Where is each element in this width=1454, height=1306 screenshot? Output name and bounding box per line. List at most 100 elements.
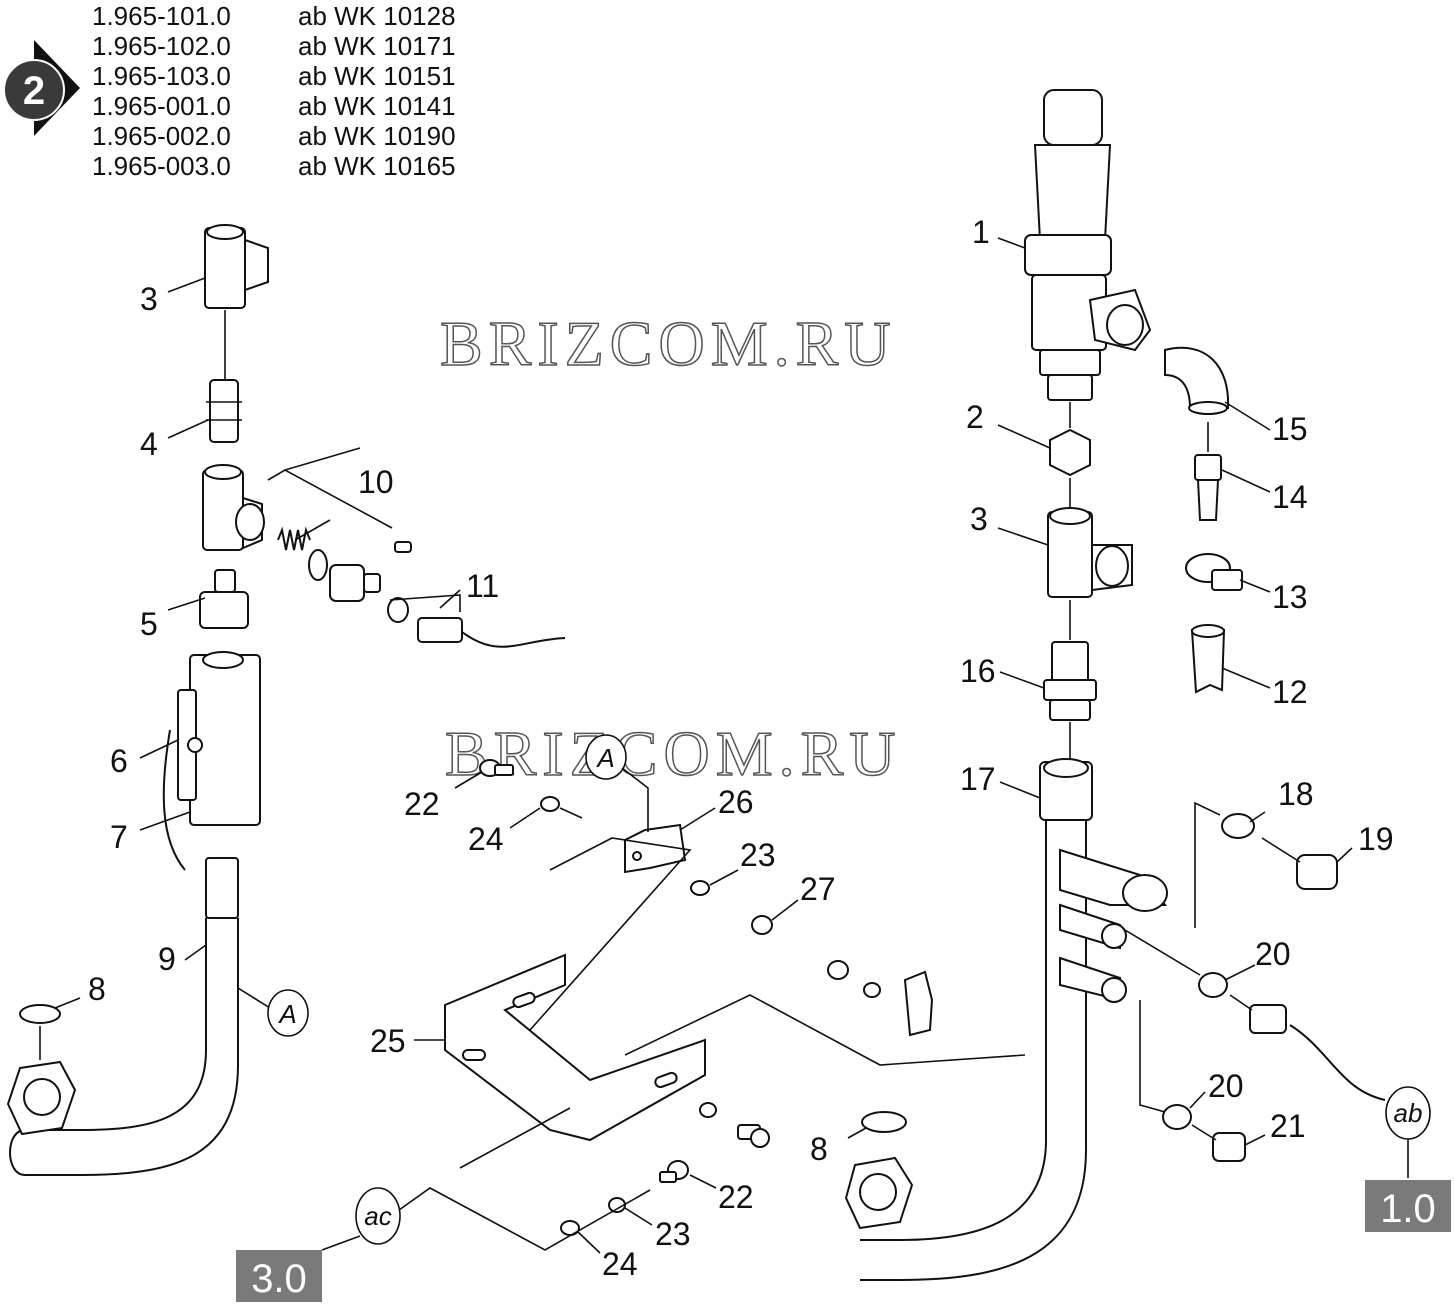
- part-8-washer-right: [861, 1111, 907, 1133]
- variant-part-1: 1.965-101.0: [92, 1, 231, 31]
- part-2-nipple: [1049, 428, 1091, 477]
- callout-19: 19: [1358, 821, 1394, 857]
- clamp-right-bracket: [903, 970, 934, 1037]
- part-8-washer-left: [19, 1004, 61, 1024]
- svg-text:ab: ab: [1394, 1098, 1423, 1128]
- callout-18: 18: [1278, 776, 1314, 812]
- variant-serial-3: ab WK 10151: [298, 61, 456, 91]
- watermark-top: BRIZCOM.RU: [440, 308, 897, 379]
- reference-ab: ab: [1385, 1086, 1431, 1178]
- part-15-elbow: [1164, 346, 1230, 415]
- callout-6: 6: [110, 743, 128, 779]
- variant-part-5: 1.965-002.0: [92, 121, 231, 151]
- part-6-flow-switch: [162, 651, 261, 871]
- variant-serial-2: ab WK 10171: [298, 31, 456, 61]
- part-10-oring: [308, 549, 328, 581]
- part-10-tee: [202, 464, 265, 551]
- bracket-guide-right: [624, 994, 1026, 1066]
- part-11-sensor: [387, 597, 566, 648]
- svg-text:ac: ac: [364, 1201, 391, 1231]
- callout-leaders: [54, 237, 1353, 1254]
- version-badge: 2: [3, 40, 80, 136]
- callout-3-left: 3: [140, 281, 158, 317]
- bolt-bracket-bottom: [737, 1124, 770, 1148]
- part-22-bolt-top: [479, 759, 514, 777]
- part-26-clamp: [624, 823, 687, 874]
- callout-24-top: 24: [468, 821, 504, 857]
- page-ref-left[interactable]: 3.0: [236, 1250, 322, 1302]
- part-25-bracket: [444, 953, 706, 1142]
- badge-number: 2: [23, 69, 45, 113]
- svg-text:A: A: [595, 743, 614, 773]
- callout-26: 26: [718, 784, 754, 820]
- part-23-washer-top: [690, 880, 710, 896]
- callout-14: 14: [1272, 479, 1308, 515]
- callout-3-right: 3: [970, 501, 988, 537]
- svg-text:A: A: [277, 999, 296, 1029]
- part-13-hose-clamp: [1185, 553, 1243, 591]
- reference-a-pipe: A: [267, 989, 309, 1037]
- callout-numbers: 3 4 5 6 7 8 9 10 11 1 2 3 16 17 15 14 13…: [88, 214, 1394, 1282]
- washer-bracket-bottom: [699, 1102, 717, 1118]
- callout-8-right: 8: [810, 1131, 828, 1167]
- variant-part-3: 1.965-103.0: [92, 61, 231, 91]
- part-17-manifold: [860, 758, 1168, 1281]
- part-8-nut-left: [6, 1060, 77, 1136]
- nut-right-bracket: [827, 960, 849, 980]
- svg-text:1.0: 1.0: [1380, 1187, 1436, 1231]
- callout-13: 13: [1272, 579, 1308, 615]
- part-14-barb: [1194, 454, 1222, 521]
- callout-20-a: 20: [1255, 936, 1291, 972]
- callout-22-bottom: 22: [718, 1179, 754, 1215]
- callout-24-bottom: 24: [602, 1246, 638, 1282]
- part-21-plug: [1212, 1132, 1246, 1162]
- variant-serial-6: ab WK 10165: [298, 151, 456, 181]
- callout-21: 21: [1270, 1108, 1306, 1144]
- callout-10: 10: [358, 464, 394, 500]
- part-3-tee-top: [204, 224, 269, 309]
- callout-2: 2: [966, 399, 984, 435]
- callout-25: 25: [370, 1023, 406, 1059]
- callout-17: 17: [960, 761, 996, 797]
- variant-part-4: 1.965-001.0: [92, 91, 231, 121]
- watermark-middle: BRIZCOM.RU: [445, 718, 902, 789]
- part-27-nut: [751, 915, 773, 935]
- callout-12: 12: [1272, 674, 1308, 710]
- part-24-washer-top: [540, 796, 560, 812]
- callout-8-left: 8: [88, 971, 106, 1007]
- part-12-hose: [1190, 624, 1226, 694]
- part-10-spring: [277, 526, 311, 551]
- svg-text:3.0: 3.0: [251, 1257, 307, 1301]
- callout-22-top: 22: [404, 786, 440, 822]
- part-4-nipple: [206, 379, 242, 443]
- callout-9: 9: [158, 941, 176, 977]
- callout-5: 5: [140, 606, 158, 642]
- part-16-nipple: [1043, 641, 1097, 721]
- part-22-bolt-bottom: [659, 1160, 689, 1183]
- washer-right-bracket: [863, 982, 881, 998]
- variant-serial-4: ab WK 10141: [298, 91, 456, 121]
- variant-part-2: 1.965-102.0: [92, 31, 231, 61]
- part-9-pipe: [9, 857, 239, 1176]
- variant-part-6: 1.965-003.0: [92, 151, 231, 181]
- variant-serial-1: ab WK 10128: [298, 1, 456, 31]
- part-1-safety-valve: [1024, 89, 1152, 401]
- callout-23-bottom: 23: [655, 1216, 691, 1252]
- callout-23-top: 23: [740, 837, 776, 873]
- callout-20-b: 20: [1208, 1068, 1244, 1104]
- callout-4: 4: [140, 426, 158, 462]
- page-ref-right[interactable]: 1.0: [1365, 1180, 1451, 1232]
- part-3-tee-right: [1047, 507, 1133, 598]
- callout-11: 11: [466, 568, 499, 604]
- part-18-oring: [1221, 813, 1255, 839]
- part-sensor-right: [1249, 1004, 1386, 1101]
- callout-15: 15: [1272, 411, 1308, 447]
- reference-a-top: A: [585, 734, 649, 832]
- part-10-plug: [329, 564, 381, 602]
- callout-1: 1: [972, 214, 990, 250]
- callout-27: 27: [800, 871, 836, 907]
- part-20-oring-a: [1198, 972, 1228, 998]
- bracket-guide-left: [529, 837, 692, 1031]
- variant-table: 1.965-101.0 ab WK 10128 1.965-102.0 ab W…: [92, 1, 456, 181]
